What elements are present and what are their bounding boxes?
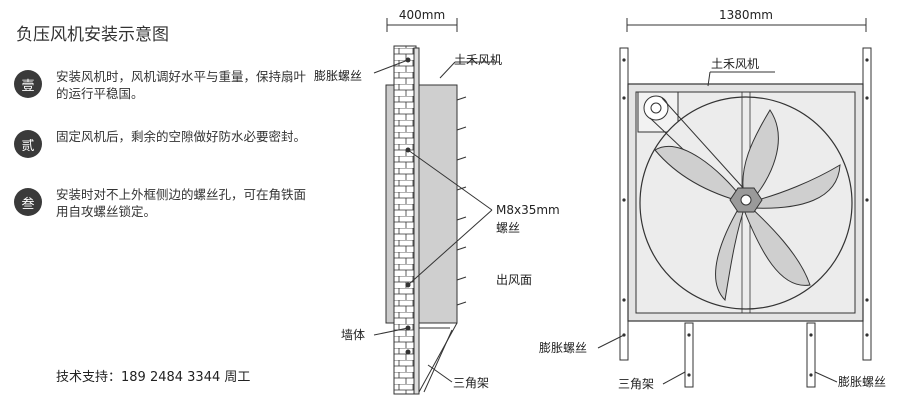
label-outlet: 出风面: [496, 273, 532, 287]
fan-blades: [654, 109, 841, 302]
contact-info: 技术支持：189 2484 3344 周工: [56, 370, 251, 385]
label-fan-side: 土禾风机: [454, 53, 502, 67]
frame-post: [413, 47, 420, 395]
label-expansion-screw: 膨胀螺丝: [314, 69, 362, 83]
fan-body: [418, 84, 458, 324]
label-screw-spec: M8x35mm: [496, 203, 560, 217]
side-view: 400mm: [314, 8, 560, 395]
left-post: [619, 47, 629, 361]
label-bracket-side: 三角架: [453, 376, 489, 390]
side-dimension: 400mm: [386, 8, 458, 32]
right-post: [862, 47, 872, 361]
label-bracket-front: 三角架: [618, 377, 654, 391]
label-expansion-screw-right: 膨胀螺丝: [838, 375, 886, 389]
front-dimension-label: 1380mm: [719, 8, 773, 22]
step-text: 安装风机时，风机调好水平与重量，保持扇叶的运行平稳国。: [56, 69, 307, 101]
side-dimension-label: 400mm: [399, 8, 445, 22]
label-expansion-screw-left: 膨胀螺丝: [539, 341, 587, 355]
label-fan-front: 土禾风机: [711, 57, 759, 71]
wall: [393, 45, 417, 395]
step-2: 贰 固定风机后，剩余的空隙做好防水必要密封。: [14, 128, 314, 158]
step-badge: 壹: [14, 70, 42, 98]
page-title: 负压风机安装示意图: [16, 25, 169, 45]
side-bracket: [418, 322, 458, 393]
motor-pulley: [643, 95, 669, 121]
step-3: 叁 安装时对不上外框侧边的螺丝孔，可在角铁面用自攻螺丝锁定。: [14, 186, 314, 220]
front-view: 1380mm: [539, 8, 886, 391]
step-text: 固定风机后，剩余的空隙做好防水必要密封。: [56, 129, 307, 144]
outlet-ribs: [456, 96, 467, 306]
label-screw-spec-2: 螺丝: [496, 221, 520, 235]
fan-front-plate: [385, 84, 395, 324]
bracket-leg-right: [806, 322, 816, 388]
step-badge: 叁: [14, 188, 42, 216]
side-leaders: [373, 59, 500, 383]
step-1: 壹 安装风机时，风机调好水平与重量，保持扇叶的运行平稳国。: [14, 68, 314, 102]
label-wall: 墙体: [341, 328, 365, 342]
step-badge: 贰: [14, 130, 42, 158]
bracket-leg-left: [684, 322, 694, 388]
front-leaders: [597, 71, 838, 385]
step-text: 安装时对不上外框侧边的螺丝孔，可在角铁面用自攻螺丝锁定。: [56, 187, 307, 219]
front-dimension: 1380mm: [626, 8, 867, 32]
